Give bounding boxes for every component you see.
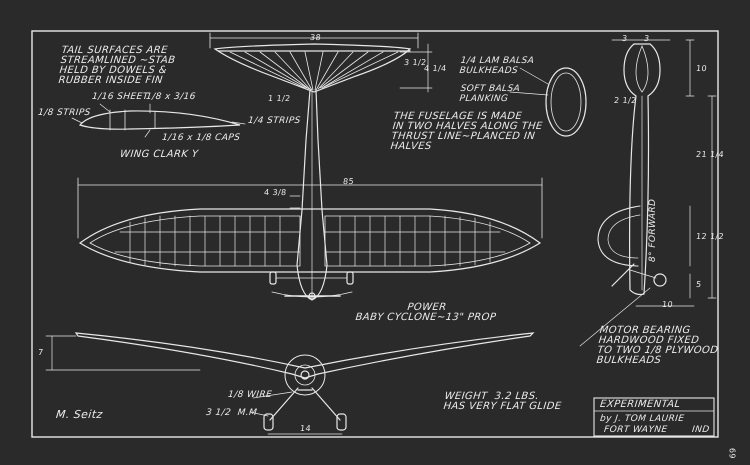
wing-plan — [77, 177, 543, 273]
fuselage-plan — [269, 89, 354, 301]
wire-note: 1/8 WIRE — [227, 390, 273, 400]
stab-chord-dim-2: 4 1/4 — [423, 64, 448, 73]
spar-note: 1/8 x 3/16 — [145, 92, 197, 102]
signature: M. Seitz — [55, 408, 104, 421]
title-text: EXPERIMENTAL — [599, 399, 681, 410]
side-2-dim: 2 1/2 — [613, 96, 638, 105]
top-3b-dim: 3 — [643, 34, 651, 43]
place-text: FORT WAYNE — [603, 425, 668, 435]
wheels-note: 3 1/2 M.M — [205, 408, 258, 418]
wing-section — [71, 103, 246, 138]
side-5-dim: 5 — [695, 280, 703, 289]
forward-note: 8° FORWARD — [648, 198, 658, 262]
wing-ribs — [114, 215, 506, 267]
drawing-border — [31, 30, 719, 438]
bulkheads-note: 1/4 LAM BALSA BULKHEADS — [458, 56, 535, 76]
stab-span-dim: 38 — [309, 33, 322, 42]
strips-left-note: 1/8 STRIPS — [37, 108, 92, 118]
leader-lines — [249, 287, 651, 417]
state-text: IND — [691, 425, 711, 435]
strips-right-note: 1/4 STRIPS — [247, 116, 302, 126]
wing-span-dim: 85 — [342, 177, 355, 186]
tail-note: TAIL SURFACES ARE STREAMLINED ~STAB HELD… — [57, 45, 176, 86]
front-7-dim: 7 — [37, 348, 45, 357]
motor-note: MOTOR BEARING HARDWOOD FIXED TO TWO 1/8 … — [595, 325, 719, 366]
side-10b-dim: 10 — [661, 300, 674, 309]
side-10-dim: 10 — [695, 64, 708, 73]
page-number: 69 — [728, 447, 738, 459]
power-note: POWER BABY CYCLONE~13" PROP — [354, 302, 497, 323]
sheet-note: 1/16 SHEET — [91, 92, 149, 102]
tail-half-dim: 1 1/2 — [267, 94, 292, 103]
caps-note: 1/16 x 1/8 CAPS — [161, 133, 241, 143]
author-text: by J. TOM LAURIE — [599, 414, 685, 424]
wing-chord-dim: 4 3/8 — [263, 188, 288, 197]
top-3-dim: 3 — [621, 34, 629, 43]
side-21-dim: 21 1/4 — [695, 150, 725, 159]
fuselage-side — [597, 39, 717, 307]
side-12-dim: 12 1/2 — [695, 232, 725, 241]
front-view — [45, 332, 535, 435]
weight-note: WEIGHT 3.2 LBS. HAS VERY FLAT GLIDE — [442, 391, 563, 412]
fuselage-note: THE FUSELAGE IS MADE IN TWO HALVES ALONG… — [389, 111, 544, 152]
stabilizer-plan — [209, 32, 433, 93]
title-block — [593, 397, 715, 437]
wing-section-label: WING CLARK Y — [119, 149, 199, 160]
front-14-dim: 14 — [299, 424, 312, 433]
planking-note: SOFT BALSA PLANKING — [458, 84, 521, 104]
bulkhead-detail — [509, 67, 587, 137]
